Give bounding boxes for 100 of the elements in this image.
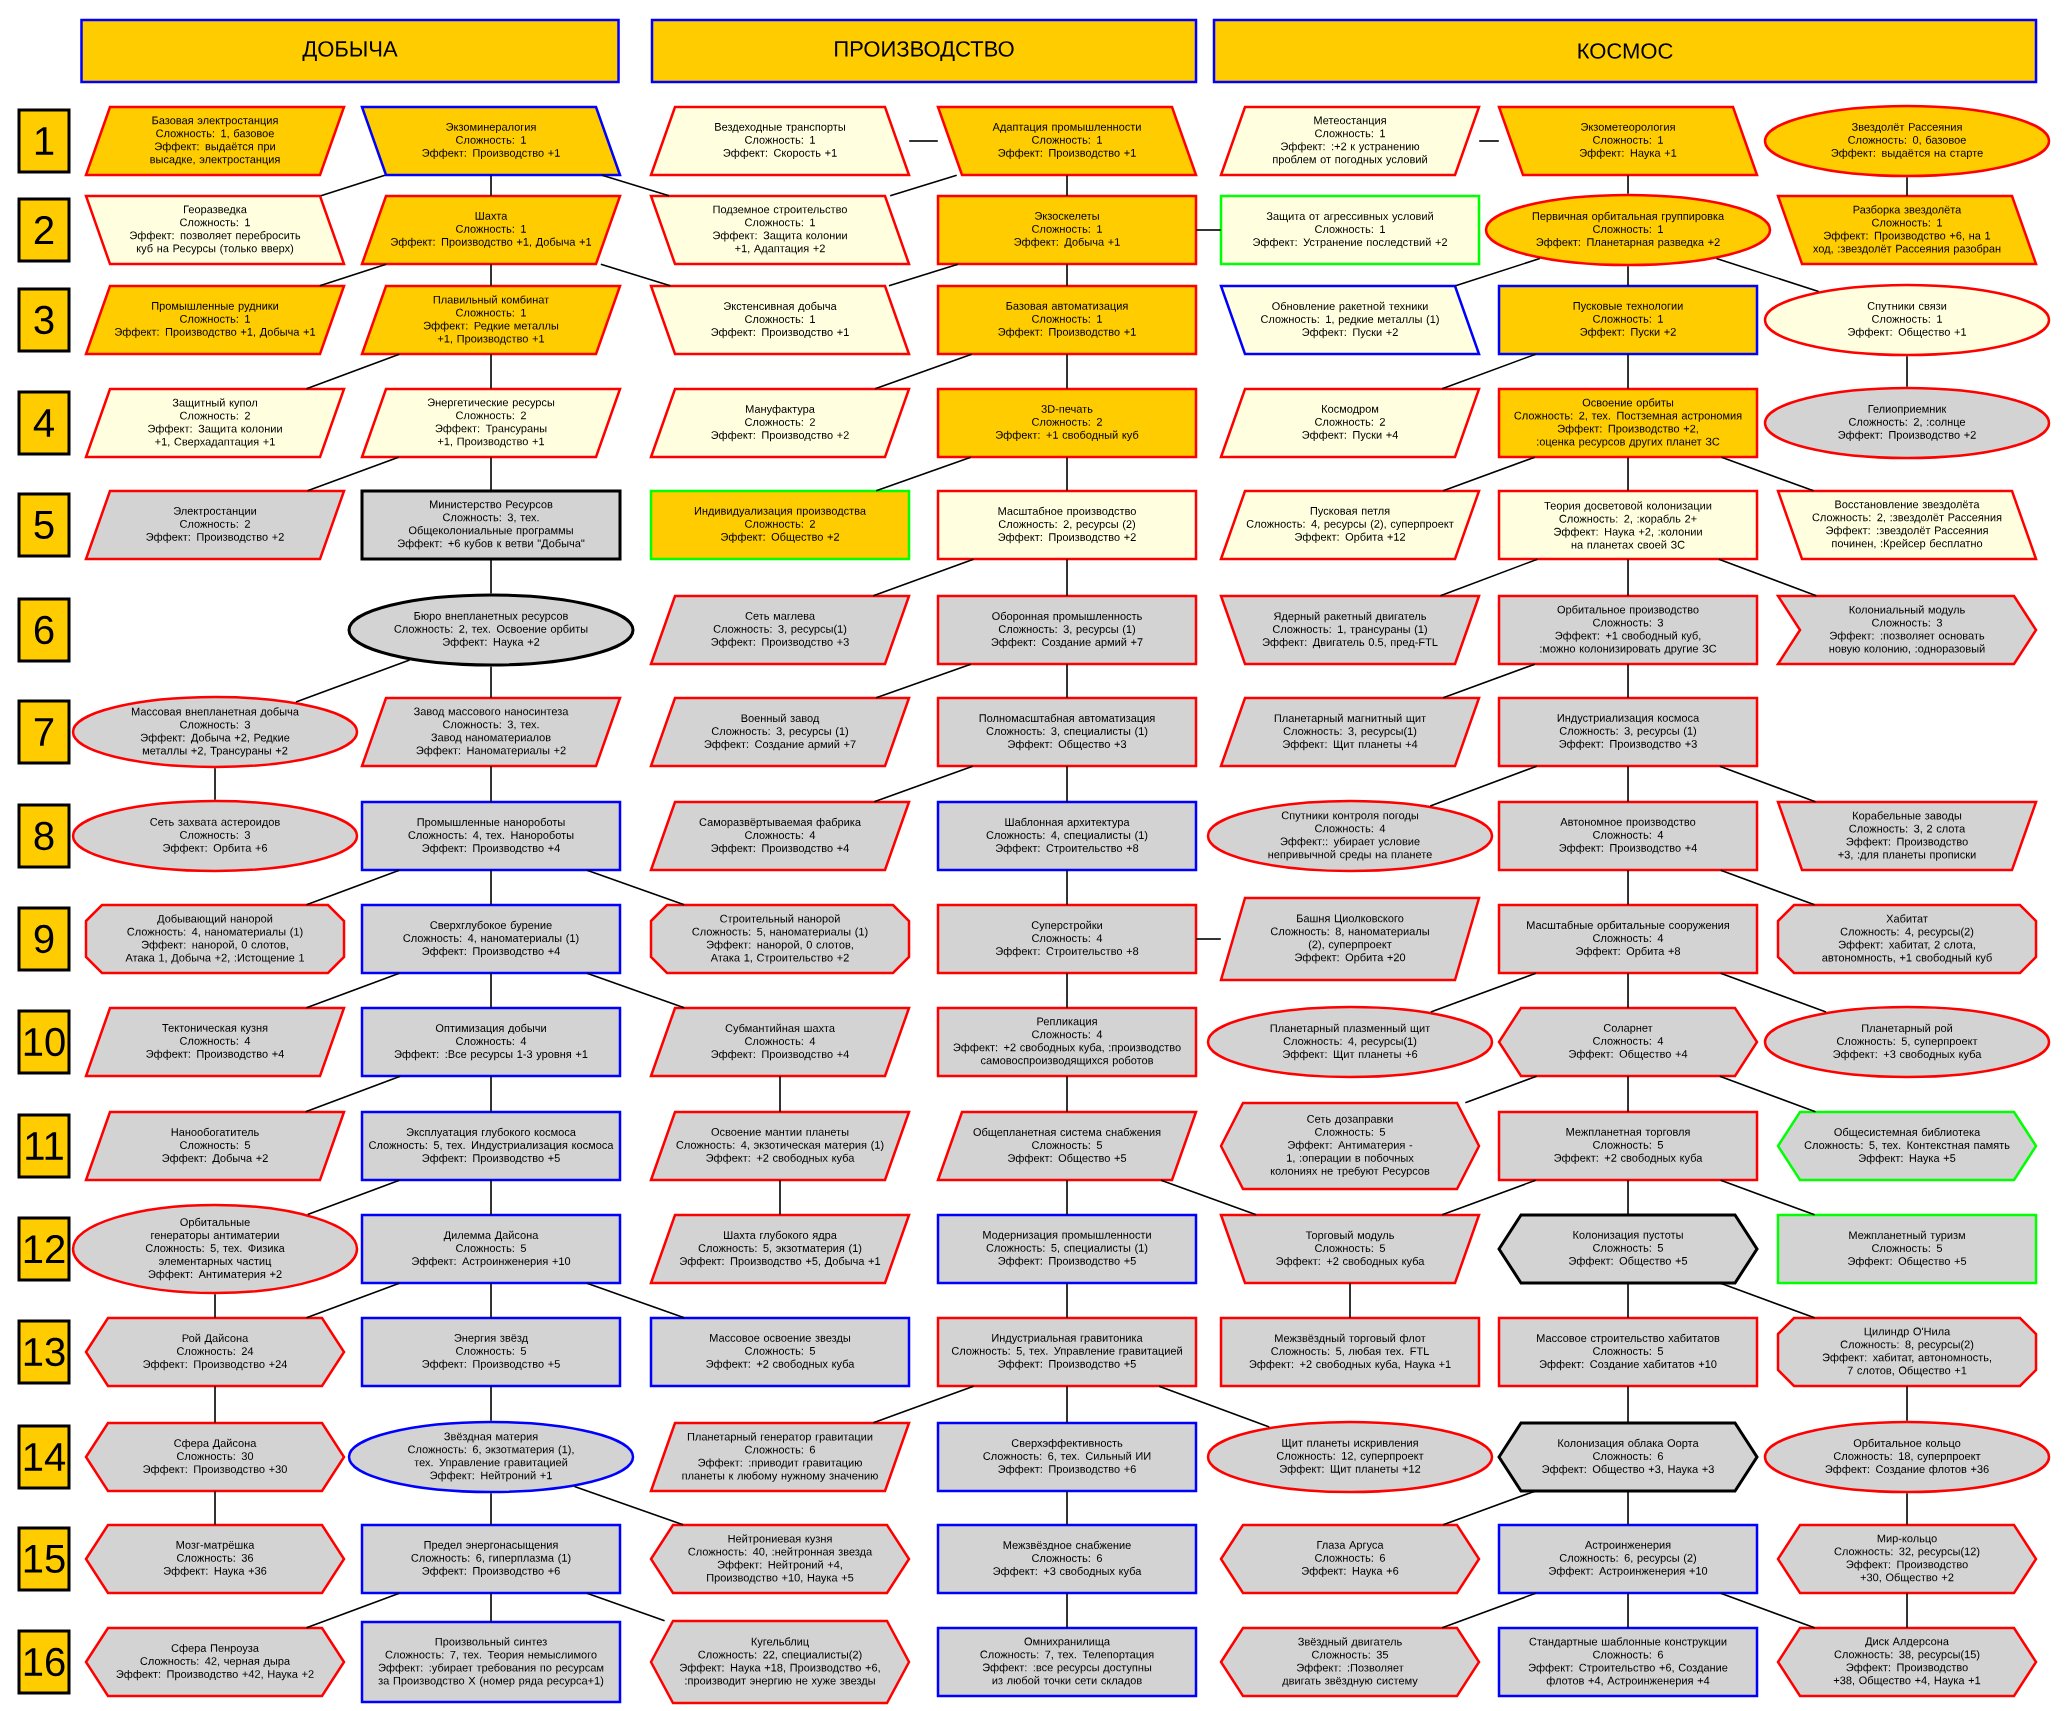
connector-line	[1627, 456, 1629, 492]
connector-line	[304, 1075, 402, 1113]
ellipse-box: Бюро внепланетных ресурсов Сложность: 2, тех. Освоение орбиты Эффект: Наука +2	[347, 593, 635, 667]
parallelogram-box: Субмантийная шахта Сложность: 4 Эффект: Производство +4	[649, 1006, 911, 1078]
connector-line	[1627, 1282, 1629, 1319]
hexagon-box: Кугельблиц Сложность: 22, специалисты(2) Эффект: Наука +18, Производство +6, :производит энергию не хуже звезды	[649, 1619, 911, 1705]
rectangle-box: Массовое освоение звезды Сложность: 5 Эффект: +2 свободных куба	[649, 1316, 911, 1388]
connector-line	[1719, 1075, 1817, 1113]
connector-line	[490, 456, 492, 492]
octagon-box: Хабитат Сложность: 4, ресурсы(2) Эффект: хабитат, 2 слота, автономность, +1 свободный куб	[1776, 903, 2038, 975]
connector-line	[1429, 765, 1538, 807]
connector-line	[1066, 765, 1068, 803]
row-number: 1	[17, 108, 71, 174]
parallelogram-box: Саморазвёртываемая фабрика Сложность: 4 Эффект: Производство +4	[649, 800, 911, 872]
connector-line	[1906, 1385, 1908, 1422]
rectangle-box: Произвольный синтез Сложность: 7, тех. Теория немыслимого Эффект: :убирает требования по ресурсам за Производство X (номер ряда ресурса+1)	[360, 1620, 622, 1704]
connector-line	[1627, 1179, 1629, 1216]
connector-line	[1720, 456, 1815, 492]
connector-line	[1478, 140, 1500, 142]
connector-line	[305, 869, 401, 906]
connector-line	[214, 767, 216, 801]
row-number: 14	[17, 1424, 71, 1490]
connector-line	[1718, 558, 1818, 597]
connector-line	[1906, 1492, 1908, 1526]
hexagon-box: Сфера Пенроуза Сложность: 42, черная дыра Эффект: Производство +42, Наука +2	[84, 1626, 346, 1698]
connector-line	[1464, 1075, 1538, 1104]
connector-line	[490, 869, 492, 906]
rectangle-box: Межзвёздное снабжение Сложность: 6 Эффект: +3 свободных куба	[936, 1523, 1198, 1595]
row-number: 15	[17, 1526, 71, 1592]
parallelogram-box: Башня Циолковского Сложность: 8, наноматериалы (2), суперпроект Эффект: Орбита +20	[1219, 896, 1481, 982]
connector-line	[908, 140, 939, 142]
connector-line	[1066, 869, 1068, 906]
connector-line	[1066, 663, 1068, 699]
connector-line	[586, 1282, 685, 1319]
connector-line	[490, 1492, 492, 1526]
hexagon-box: Глаза Аргуса Сложность: 6 Эффект: Наука +6	[1219, 1523, 1481, 1595]
parallelogram-box: Экзометеорология Сложность: 1 Эффект: Наука +1	[1497, 105, 1759, 177]
ellipse-box: Спутники контроля погоды Сложность: 4 Эффект:: убирает условие непривычной среды на планете	[1206, 799, 1494, 873]
connector-line	[1627, 1385, 1629, 1424]
rectangle-box: Освоение орбиты Сложность: 2, тех. Постземная астрономия Эффект: Производство +2, :оценка ресурсов других планет ЗС	[1497, 387, 1759, 459]
ellipse-box: Гелиоприемник Сложность: 2, :солнце Эффект: Производство +2	[1763, 386, 2051, 460]
connector-line	[214, 1293, 216, 1319]
row-number: 16	[17, 1629, 71, 1695]
parallelogram-box: Экстенсивная добыча Сложность: 1 Эффект: Производство +1	[649, 284, 911, 356]
connector-line	[875, 456, 972, 492]
trapezoid-box: Вездеходные транспорты Сложность: 1 Эффект: Скорость +1	[649, 105, 911, 177]
connector-line	[305, 1592, 401, 1629]
parallelogram-box: Пусковая петля Сложность: 4, ресурсы (2), суперпроект Эффект: Орбита +12	[1219, 489, 1481, 561]
connector-line	[1066, 1385, 1068, 1424]
rectangle-box: Шаблонная архитектура Сложность: 4, специалисты (1) Эффект: Строительство +8	[936, 800, 1198, 872]
connector-line	[1441, 1592, 1537, 1629]
rectangle-box: Автономное производство Сложность: 4 Эффект: Производство +4	[1497, 800, 1759, 872]
rectangle-box: Дилемма Дайсона Сложность: 5 Эффект: Астроинженерия +10	[360, 1213, 622, 1285]
parallelogram-box: Военный завод Сложность: 3, ресурсы (1) Эффект: Создание армий +7	[649, 696, 911, 768]
connector-line	[1195, 938, 1222, 940]
connector-line	[1066, 1282, 1068, 1319]
connector-line	[1442, 1490, 1536, 1526]
connector-line	[1066, 558, 1068, 597]
connector-line	[779, 1075, 781, 1113]
rectangle-box: Предел энергонасыщения Сложность: 6, гиперплазма (1) Эффект: Производство +6	[360, 1523, 622, 1595]
trapezoid-box: Корабельные заводы Сложность: 3, 2 слота Эффект: Производство +3, :для планеты прописки	[1776, 800, 2038, 872]
connector-line	[1066, 174, 1068, 197]
connector-line	[1066, 1075, 1068, 1113]
connector-line	[1906, 1592, 1908, 1629]
rectangle-box: Индустриализация космоса Сложность: 3, ресурсы (1) Эффект: Производство +3	[1497, 696, 1759, 768]
rectangle-box: Индустриальная гравитоника Сложность: 5, тех. Управление гравитацией Эффект: Производство +5	[936, 1316, 1198, 1388]
connector-line	[1066, 972, 1068, 1009]
connector-line	[1906, 176, 1908, 197]
connector-line	[1627, 869, 1629, 906]
rectangle-box: Промышленные нанороботы Сложность: 4, тех. Нанороботы Эффект: Производство +4	[360, 800, 622, 872]
connector-line	[1349, 1282, 1351, 1319]
connector-line	[872, 558, 975, 597]
row-number: 9	[17, 906, 71, 972]
connector-line	[1627, 972, 1629, 1009]
parallelogram-box: Электростанции Сложность: 2 Эффект: Производство +2	[84, 489, 346, 561]
parallelogram-box: Адаптация промышленности Сложность: 1 Эффект: Производство +1	[936, 105, 1198, 177]
rectangle-box: 3D-печать Сложность: 2 Эффект: +1 свободный куб	[936, 387, 1198, 459]
connector-line	[1442, 663, 1536, 699]
connector-line	[1627, 1490, 1629, 1526]
connector-line	[1627, 265, 1629, 287]
rectangle-box: Оборонная промышленность Сложность: 3, ресурсы (1) Эффект: Создание армий +7	[936, 594, 1198, 666]
hexagon-box: Соларнет Сложность: 4 Эффект: Общество +4	[1497, 1006, 1759, 1078]
parallelogram-box: Шахта Сложность: 1 Эффект: Производство +1, Добыча +1	[360, 194, 622, 266]
connector-line	[1719, 1592, 1816, 1629]
parallelogram-box: Базовая электростанция Сложность: 1, базовое Эффект: выдаётся при высадке, электростанция	[84, 105, 346, 177]
connector-line	[1454, 257, 1541, 287]
connector-line	[490, 558, 492, 595]
rectangle-box: Межпланетная торговля Сложность: 5 Эффект: +2 свободных куба	[1497, 1110, 1759, 1182]
row-number: 7	[17, 699, 71, 765]
row-number: 10	[17, 1009, 71, 1075]
rectangle-box: Модернизация промышленности Сложность: 5, специалисты (1) Эффект: Производство +5	[936, 1213, 1198, 1285]
parallelogram-box: Нанообогатитель Сложность: 5 Эффект: Добыча +2	[84, 1110, 346, 1182]
chevron-box: Колониальный модуль Сложность: 3 Эффект: :позволяет основать новую колонию, :одноразовый	[1775, 594, 2038, 666]
row-number: 12	[17, 1216, 71, 1282]
ellipse-box: Щит планеты искривления Сложность: 12, суперпроект Эффект: Щит планеты +12	[1206, 1420, 1494, 1494]
hexagon-box: Диск Алдерсона Сложность: 38, ресурсы(15) Эффект: Производство +38, Общество +4, Наука +1	[1776, 1626, 2038, 1698]
parallelogram-box: Метеостанция Сложность: 1 Эффект: :+2 к устранению проблем от погодных условий	[1219, 105, 1481, 177]
parallelogram-box: Защитный купол Сложность: 2 Эффект: Защита колонии +1, Сверхадаптация +1	[84, 387, 346, 459]
rectangle-box: Омнихранилища Сложность: 7, тех. Телепортация Эффект: :все ресурсы доступны из любой точки сети складов	[936, 1626, 1198, 1698]
parallelogram-box: Восстановление звездолёта Сложность: 2, :звездолёт Рассеяния Эффект: :звездолёт Рассеяния починен, :Крейсер бесплатно	[1776, 489, 2038, 561]
